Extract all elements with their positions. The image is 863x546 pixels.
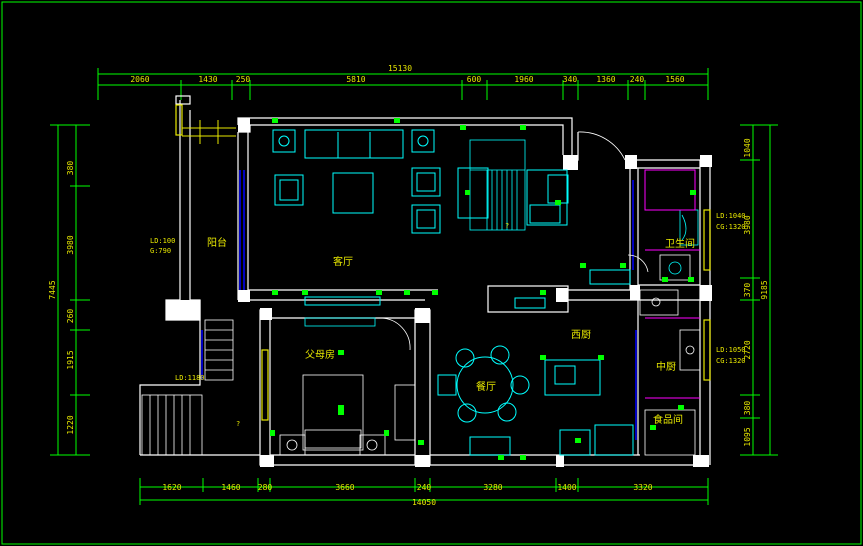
top-dim-7: 340 [563, 75, 578, 84]
top-dim-10: 1560 [665, 75, 684, 84]
note-question-2: ? [505, 222, 509, 230]
stairs [469, 139, 526, 231]
top-dim-5: 600 [467, 75, 482, 84]
left-dim-1: 380 [66, 161, 75, 176]
room-dining: 餐厅 [476, 380, 496, 393]
left-dimensions [50, 124, 90, 456]
top-dim-2: 1430 [198, 75, 217, 84]
note-question-1: ? [236, 420, 240, 428]
magenta-lines [644, 169, 700, 399]
yellow-window-frames [175, 104, 711, 421]
bottom-dim-7: 1400 [557, 483, 576, 492]
left-total-dim: 7445 [48, 280, 57, 299]
right-dim-4: 2720 [743, 340, 752, 359]
wall-pillars [166, 118, 712, 467]
left-dim-3: 260 [66, 309, 75, 324]
left-dim-2: 3980 [66, 235, 75, 254]
left-dim-5: 1220 [66, 415, 75, 434]
bottom-dim-3: 280 [258, 483, 273, 492]
green-markers [270, 118, 696, 460]
room-balcony: 阳台 [207, 236, 227, 249]
note-kitchen-ld: LD:1050 [716, 346, 746, 354]
top-dim-4: 5810 [346, 75, 365, 84]
bottom-dim-6: 3280 [483, 483, 502, 492]
top-dim-3: 250 [236, 75, 251, 84]
balcony-railing [182, 120, 236, 144]
bottom-dim-4: 3660 [335, 483, 354, 492]
top-dim-6: 1960 [514, 75, 533, 84]
top-dim-8: 1360 [596, 75, 615, 84]
bottom-dim-8: 3320 [633, 483, 652, 492]
left-dim-4: 1915 [66, 350, 75, 369]
doors [379, 131, 649, 351]
top-dimensions [97, 68, 709, 100]
right-total-dim: 9185 [760, 280, 769, 299]
bedroom-furniture [279, 317, 416, 456]
top-total-dim: 15130 [388, 64, 412, 73]
walls [139, 95, 711, 466]
note-balcony-ld: LD:100 [150, 237, 175, 245]
room-pantry: 食品间 [653, 413, 683, 426]
note-stair-ld: LD:1180 [175, 374, 205, 382]
note-bath-cg: CG:1320 [716, 223, 746, 231]
note-balcony-g: G:790 [150, 247, 171, 255]
bottom-dim-1: 1620 [162, 483, 181, 492]
lower-stairs [141, 319, 234, 456]
room-kitchen: 中厨 [656, 360, 676, 373]
right-dim-2: 3980 [743, 215, 752, 234]
bottom-dim-5: 240 [417, 483, 432, 492]
living-furniture [272, 129, 569, 306]
right-dimensions [740, 124, 778, 456]
right-dim-1: 1040 [743, 138, 752, 157]
room-parents-bedroom: 父母房 [305, 348, 335, 361]
top-dim-1: 2060 [130, 75, 149, 84]
bottom-dim-2: 1460 [221, 483, 240, 492]
top-dim-9: 240 [630, 75, 645, 84]
note-kitchen-cg: CG:1320 [716, 357, 746, 365]
room-living: 客厅 [333, 255, 353, 268]
room-bathroom: 卫生间 [665, 237, 695, 250]
note-bath-ld: LD:1040 [716, 212, 746, 220]
right-dim-3: 370 [743, 283, 752, 298]
bottom-dimensions [139, 478, 709, 505]
right-dim-6: 1095 [743, 427, 752, 446]
windows [201, 170, 637, 440]
room-western-kitchen: 西厨 [571, 329, 591, 341]
right-dim-5: 380 [743, 401, 752, 416]
dining-furniture [437, 269, 634, 456]
bottom-total-dim: 14050 [412, 498, 436, 507]
